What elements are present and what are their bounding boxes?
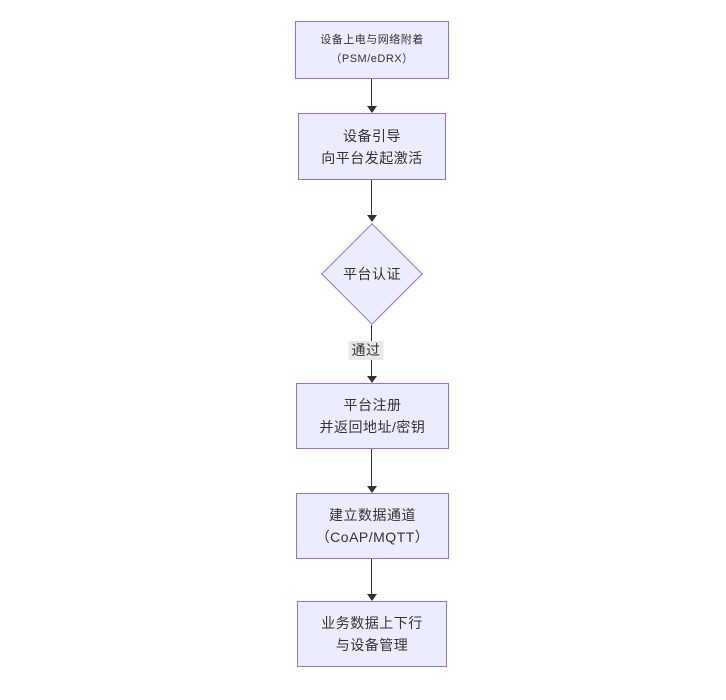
node-text-line: 与设备管理 [335, 637, 409, 653]
node-text-line: （CoAP/MQTT） [315, 529, 430, 545]
flow-node-business-data: 业务数据上下行 与设备管理 [297, 601, 447, 667]
flow-node-data-channel: 建立数据通道 （CoAP/MQTT） [296, 493, 449, 559]
node-text-line: 向平台发起激活 [321, 149, 423, 166]
flow-node-platform-auth: 平台认证 [321, 222, 423, 325]
edge-line [371, 449, 372, 486]
arrowhead-down-icon [367, 594, 377, 601]
node-text-line: 建立数据通道 [329, 507, 416, 523]
node-text-line: 平台认证 [343, 265, 401, 282]
node-text-line: 业务数据上下行 [321, 615, 423, 631]
edge-line [371, 180, 372, 215]
arrowhead-down-icon [367, 215, 377, 222]
arrowhead-down-icon [367, 106, 377, 113]
edge-label: 通过 [348, 341, 384, 360]
node-text-line: 平台注册 [343, 397, 402, 413]
node-text-line: （PSM/eDRX） [330, 53, 414, 65]
edge-line [371, 559, 372, 594]
flow-node-power-attach: 设备上电与网络附着 （PSM/eDRX） [295, 21, 449, 79]
flow-node-bootstrap: 设备引导 向平台发起激活 [298, 113, 446, 180]
arrowhead-down-icon [367, 376, 377, 383]
node-text-line: 设备引导 [343, 127, 401, 144]
node-text-line: 并返回地址/密钥 [319, 419, 426, 435]
edge-line [371, 79, 372, 106]
arrowhead-down-icon [367, 486, 377, 493]
node-text-line: 设备上电与网络附着 [320, 34, 424, 46]
flow-node-platform-register: 平台注册 并返回地址/密钥 [296, 383, 449, 449]
